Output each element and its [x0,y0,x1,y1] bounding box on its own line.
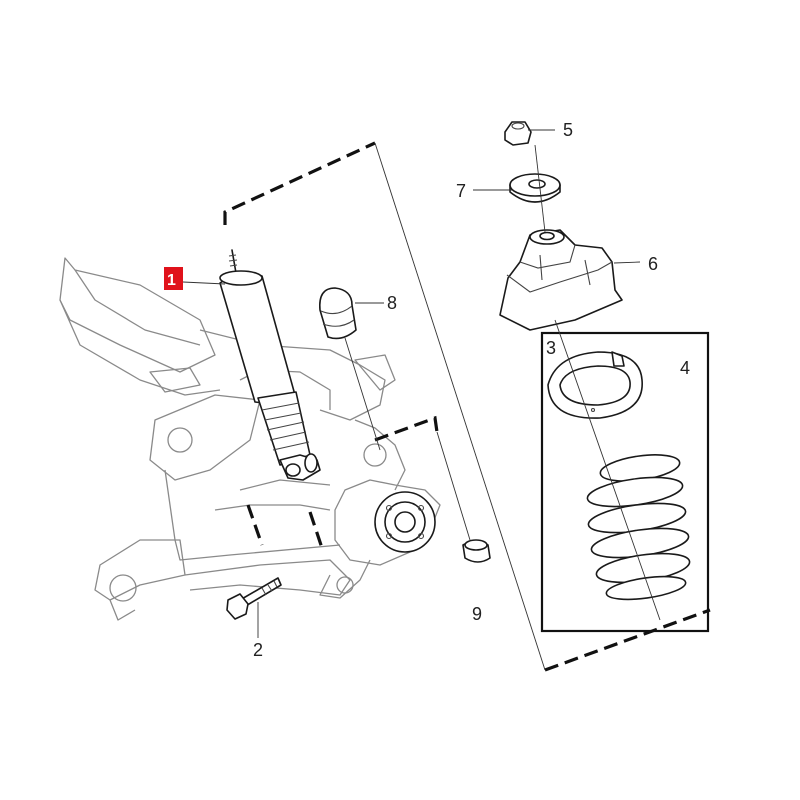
callout-7: 7 [456,181,466,201]
small-bushing [462,539,491,563]
top-mount [499,229,623,331]
rubber-washer [509,173,561,203]
spring-group-box [540,331,710,633]
mounting-bolt [226,577,282,620]
callout-8: 8 [387,293,397,313]
callout-3: 3 [546,338,556,358]
wheel-hub [374,491,436,553]
bump-stop [318,287,357,340]
coil-spring [586,454,691,601]
leader-lines [182,129,661,638]
callout-2: 2 [253,640,263,660]
callout-9: 9 [472,604,482,624]
callout-labels: 1 2 3 4 5 6 7 8 9 [164,120,690,660]
assembly-path-lines [223,141,711,672]
spring-seat-pad [547,351,643,419]
callout-5: 5 [563,120,573,140]
shock-absorber [219,249,321,481]
callout-4: 4 [680,358,690,378]
top-nut [504,121,532,146]
callout-6: 6 [648,254,658,274]
callout-1-highlight [164,267,183,290]
callout-1: 1 [167,272,176,289]
